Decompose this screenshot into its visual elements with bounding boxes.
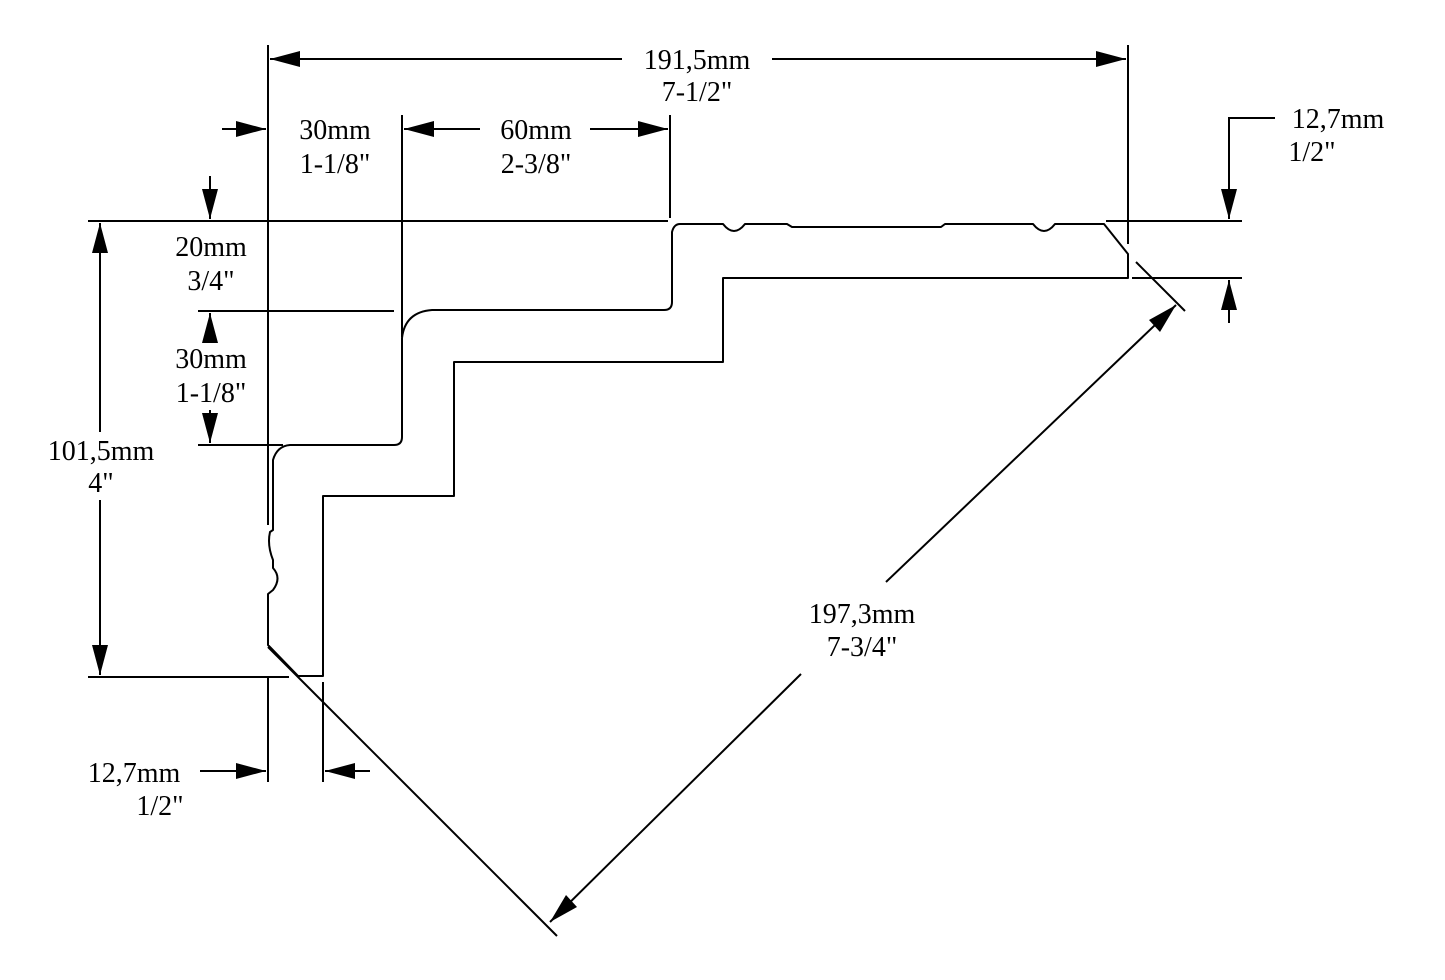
dim-top-thickness-leader [1228, 117, 1275, 219]
ext-diagonal-lower [267, 646, 558, 937]
arrow-leg-thickness-left [236, 763, 266, 779]
label-step-two-width-imperial: 2-3/8" [501, 149, 572, 180]
molding-profile [267, 223, 1129, 677]
dim-diagonal-upper [885, 304, 1177, 583]
label-leg-thickness-imperial: 1/2" [136, 791, 183, 822]
label-step-two-height-metric: 30mm [175, 344, 247, 375]
arrow-step-two-width-left [404, 121, 434, 137]
arrow-step-two-height-top [202, 313, 218, 343]
arrow-top-thickness-bottom [1221, 280, 1237, 310]
profile-outer-edge [267, 223, 1129, 677]
label-top-thickness-imperial: 1/2" [1288, 137, 1335, 168]
dimension-labels: 191,5mm 7-1/2" 30mm 1-1/8" 60mm 2-3/8" 1… [48, 45, 1385, 822]
arrow-overall-width-right [1096, 51, 1126, 67]
label-step-one-width-imperial: 1-1/8" [300, 149, 371, 180]
arrow-step-two-width-right [638, 121, 668, 137]
dimension-lines [92, 51, 1275, 923]
label-top-thickness-metric: 12,7mm [1292, 104, 1385, 135]
arrow-step-one-width [236, 121, 266, 137]
arrow-diagonal-lower [550, 895, 577, 922]
arrow-step-one-height [202, 189, 218, 219]
arrow-overall-width-left [270, 51, 300, 67]
label-overall-height-imperial: 4" [88, 468, 113, 499]
extension-lines [88, 45, 1242, 937]
label-overall-width-imperial: 7-1/2" [662, 77, 733, 108]
arrow-overall-height-top [92, 223, 108, 253]
label-step-two-height-imperial: 1-1/8" [176, 378, 247, 409]
label-diagonal-span-metric: 197,3mm [809, 599, 916, 630]
label-overall-width-metric: 191,5mm [644, 45, 751, 76]
label-step-two-width-metric: 60mm [500, 115, 572, 146]
dim-diagonal-lower [549, 673, 802, 923]
label-step-one-width-metric: 30mm [299, 115, 371, 146]
label-step-one-height-metric: 20mm [175, 232, 247, 263]
ext-diagonal-upper [1135, 261, 1186, 312]
arrow-diagonal-upper [1149, 305, 1176, 332]
label-step-one-height-imperial: 3/4" [187, 266, 234, 297]
label-diagonal-span-imperial: 7-3/4" [827, 632, 898, 663]
arrow-leg-thickness-right [325, 763, 355, 779]
arrow-step-two-height-bottom [202, 413, 218, 443]
arrow-top-thickness-top [1221, 189, 1237, 219]
arrow-overall-height-bottom [92, 645, 108, 675]
label-overall-height-metric: 101,5mm [48, 436, 155, 467]
label-leg-thickness-metric: 12,7mm [88, 758, 181, 789]
